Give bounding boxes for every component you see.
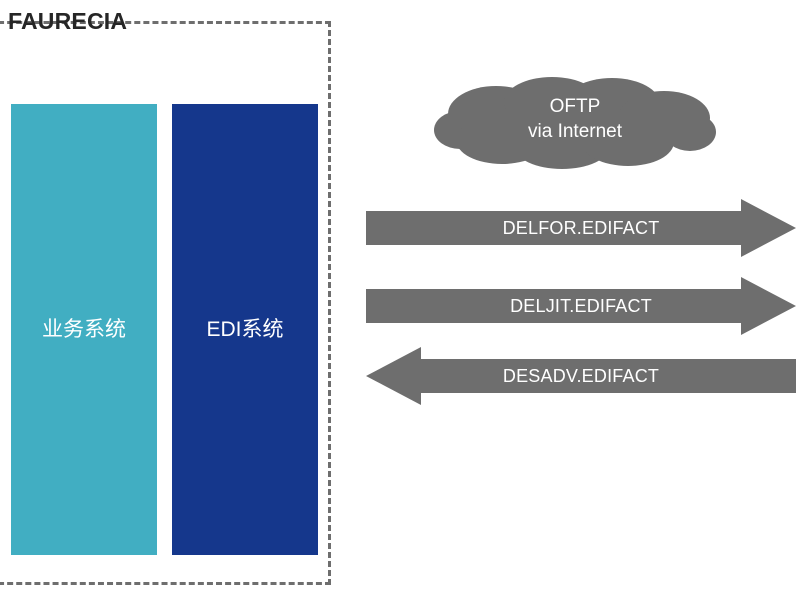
edi-system-box[interactable]: EDI系统 bbox=[172, 104, 318, 555]
cloud-icon bbox=[434, 77, 716, 169]
business-system-label: 业务系统 bbox=[42, 317, 126, 341]
business-system-box[interactable]: 业务系统 bbox=[11, 104, 157, 555]
page-title: FAURECIA bbox=[8, 8, 128, 34]
message-arrow-delfor[interactable]: DELFOR.EDIFACT bbox=[366, 199, 796, 257]
oftp-cloud[interactable]: OFTP via Internet bbox=[432, 72, 718, 170]
arrow-right-icon bbox=[366, 277, 796, 335]
arrow-left-icon bbox=[366, 347, 796, 405]
message-arrow-deljit[interactable]: DELJIT.EDIFACT bbox=[366, 277, 796, 335]
faurecia-system-boundary bbox=[0, 21, 331, 585]
message-arrow-desadv[interactable]: DESADV.EDIFACT bbox=[366, 347, 796, 405]
arrow-right-icon bbox=[366, 199, 796, 257]
edi-system-label: EDI系统 bbox=[206, 317, 284, 341]
